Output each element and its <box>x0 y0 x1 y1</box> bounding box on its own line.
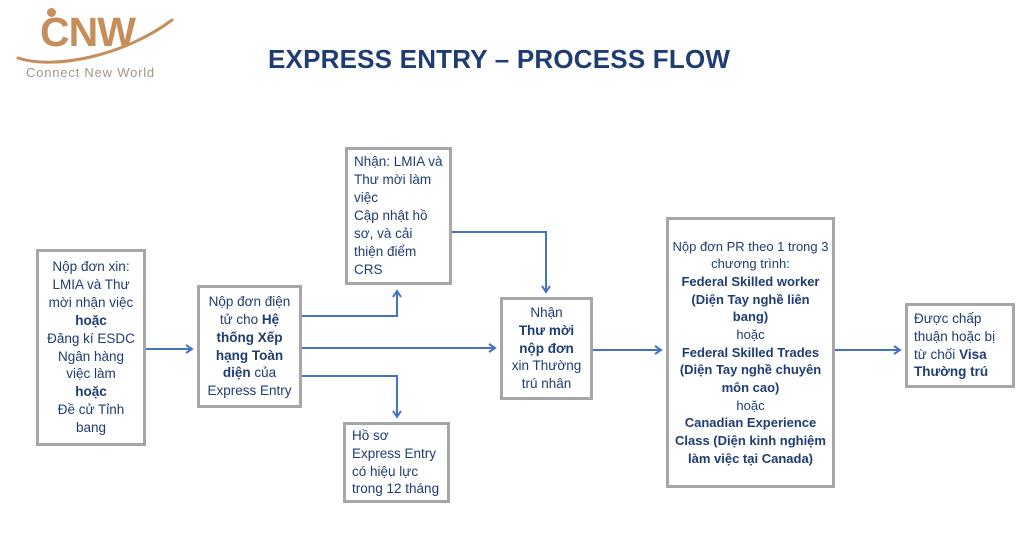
text-line: hoặc <box>736 397 765 413</box>
connector-submit-to-receive-lmia <box>302 289 402 317</box>
text-line: hoặc <box>75 312 107 328</box>
text-line: Thư mời nộp đơn <box>518 322 575 356</box>
text-line: Nhận: LMIA và Thư mời làm việc <box>354 154 443 206</box>
box-submit-pr-programs: Nộp đơn PR theo 1 trong 3 chương trình:F… <box>666 217 835 488</box>
text-line: Federal Skilled Trades (Diện Tay nghề ch… <box>679 344 822 395</box>
connector-submit-to-validity <box>302 375 402 419</box>
logo-person-dot-icon <box>47 8 56 17</box>
page-title: EXPRESS ENTRY – PROCESS FLOW <box>268 44 731 74</box>
logo-tagline: Connect New World <box>26 65 155 80</box>
text-line: Nhận <box>530 304 563 320</box>
connector-receive-lmia-to-invitation <box>452 231 551 294</box>
text-line: Đăng kí ESDC Ngân hàng việc làm <box>47 330 135 382</box>
text-line: Federal Skilled worker (Diện Tay nghề li… <box>681 273 820 325</box>
logo-swoosh-icon <box>16 18 174 64</box>
text-line: Hồ sơ Express Entry có hiệu lực trong 12… <box>352 427 440 497</box>
text-line: Đề cử Tỉnh bang <box>57 402 125 436</box>
box-visa-decision: Được chấp thuận hoặc bị từ chối Visa Thư… <box>905 303 1015 388</box>
text-line: Nộp đơn điện tử cho Hệ thống Xếp hạng To… <box>207 293 292 399</box>
text-line: Canadian Experience Class (Diện kinh ngh… <box>675 415 826 466</box>
text-line: hoặc <box>736 326 765 342</box>
text-line: hoặc <box>75 384 107 400</box>
logo-text: CNW <box>40 9 136 55</box>
box-apply-options: Nộp đơn xin: LMIA và Thư mời nhận việc ho… <box>36 249 146 446</box>
text-line: Cập nhật hồ sơ, và cải thiện điểm CRS <box>354 208 428 277</box>
text-line: Nộp đơn xin: LMIA và Thư mời nhận việc <box>48 258 134 310</box>
text-line: Nộp đơn PR theo 1 trong 3 chương trình: <box>672 238 829 272</box>
text-line: xin Thường trú nhân <box>511 358 582 392</box>
text-line: Được chấp thuận hoặc bị từ chối Visa Thư… <box>914 310 996 380</box>
box-profile-valid-12-months: Hồ sơ Express Entry có hiệu lực trong 12… <box>343 422 450 503</box>
cnw-logo: CNW Connect New World <box>14 8 179 86</box>
box-submit-crs-profile: Nộp đơn điện tử cho Hệ thống Xếp hạng To… <box>197 285 302 408</box>
